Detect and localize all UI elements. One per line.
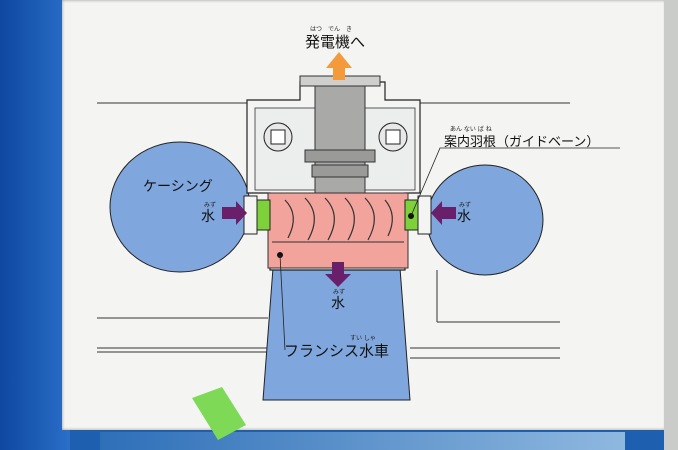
water-label-bottom: 水	[331, 296, 345, 312]
guide-vane-label: 案内羽根（ガイドベーン）	[444, 135, 600, 150]
background-lines	[97, 102, 570, 359]
casing-label: ケーシング	[143, 179, 213, 195]
guide-vane-left	[256, 199, 271, 231]
inlet-left	[243, 195, 258, 235]
runner-blades	[284, 197, 393, 241]
purple-arrow-icon	[431, 201, 456, 225]
guide-vane-ruby: あん ない ば ね	[450, 126, 492, 133]
bearing-left	[263, 122, 293, 152]
casing-right	[426, 164, 544, 276]
sticky-note	[192, 387, 246, 440]
water-ruby-bottom: みず	[333, 289, 346, 296]
purple-arrow-icon	[222, 201, 247, 225]
water-ruby-left: みず	[204, 202, 217, 209]
runner-label: フランシス水車	[284, 342, 390, 360]
bearing-right	[378, 122, 408, 152]
generator-label: 発電機へ	[305, 33, 366, 51]
leader-lines	[279, 147, 620, 351]
board-edge	[664, 0, 678, 450]
inlet-right	[417, 195, 432, 235]
generator-ruby: はつ でん き	[310, 26, 353, 33]
orange-up-arrow-icon	[326, 52, 352, 80]
background-left	[0, 0, 70, 450]
shaft-collar-2	[311, 164, 369, 178]
water-label-right: 水	[457, 209, 471, 225]
shaft-collar	[304, 149, 376, 163]
turbine-shaft	[314, 85, 366, 195]
purple-arrow-icon	[325, 262, 351, 287]
runner-ruby: すい しゃ	[350, 335, 376, 342]
water-label-left: 水	[201, 209, 215, 225]
water-ruby-right: みず	[459, 202, 472, 209]
lower-photo-strip	[100, 432, 625, 450]
